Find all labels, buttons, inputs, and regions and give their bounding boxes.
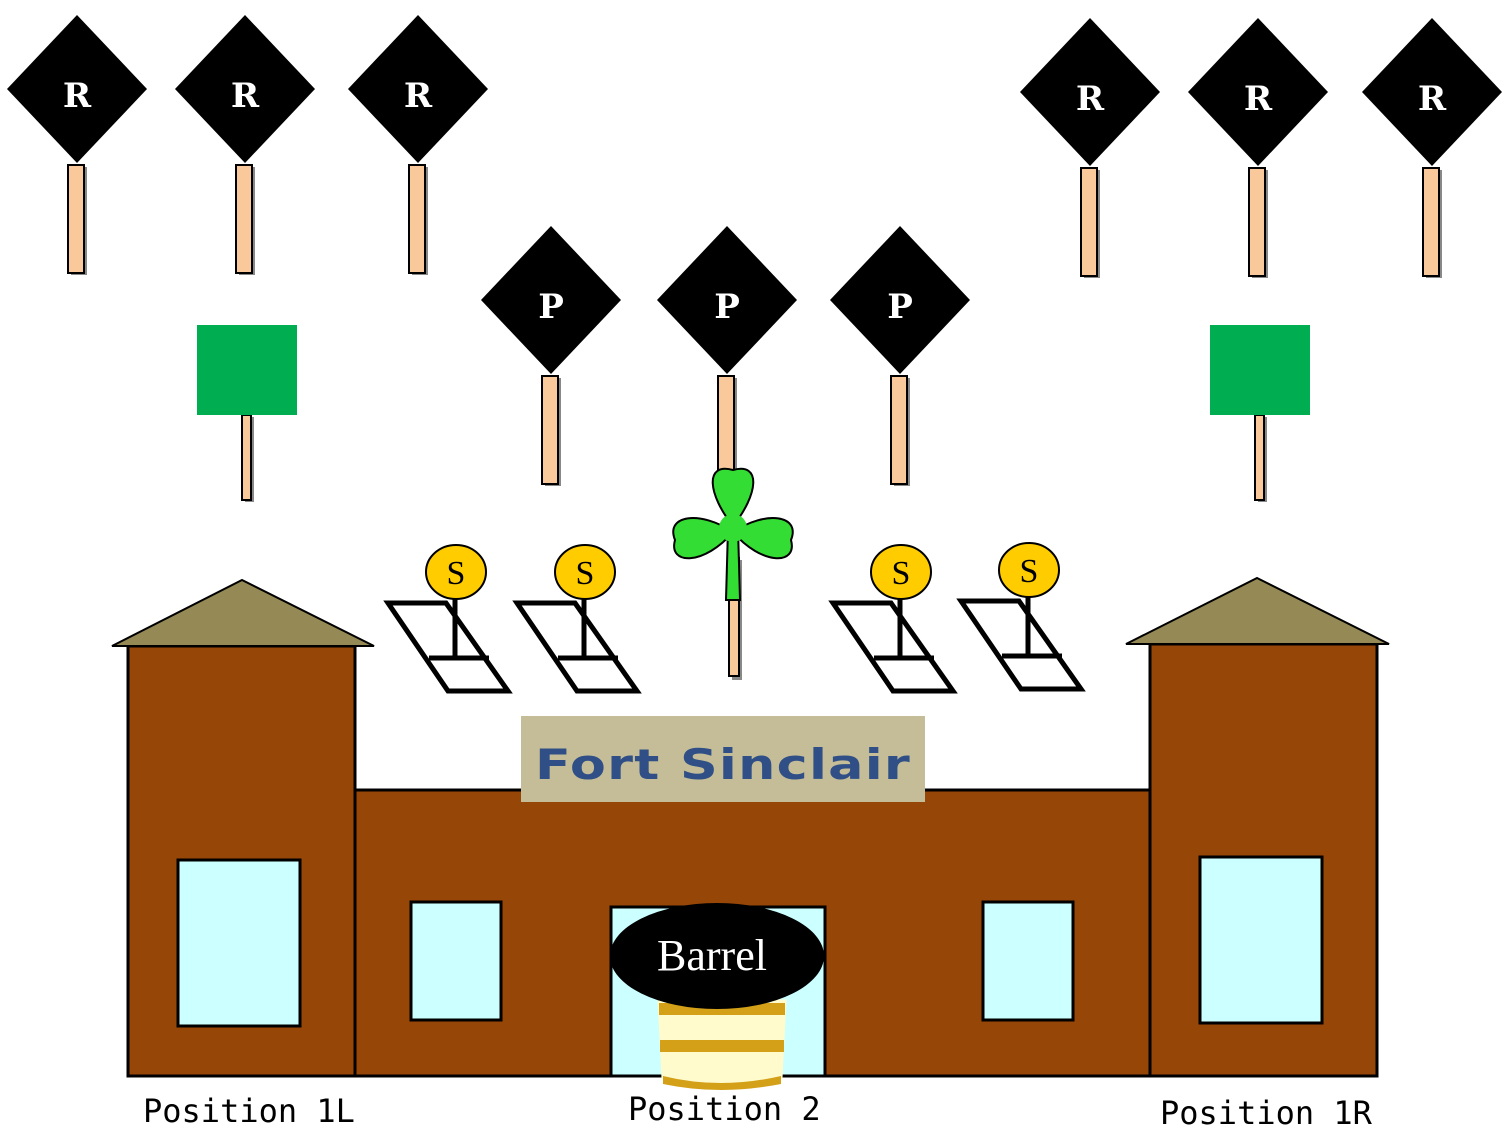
green-square-marker-icon [196, 324, 298, 503]
green-marker-left [196, 324, 298, 503]
range-sign: R [1019, 17, 1161, 279]
pistol-sign: P [656, 225, 798, 487]
shotgun-target: S [388, 544, 508, 691]
green-square-marker-icon [1209, 324, 1311, 503]
pistol-sign-label: P [714, 287, 740, 327]
barrel-label: Barrel [657, 931, 767, 980]
diamond-sign-icon [174, 14, 316, 276]
fort-name-banner: Fort Sinclair [521, 716, 925, 802]
diamond-sign-icon [347, 14, 489, 276]
left-tower-roof [111, 578, 375, 647]
green-marker-right [1209, 324, 1311, 503]
window [1198, 855, 1324, 1025]
diamond-sign-icon [6, 14, 148, 276]
knockdown-target-icon [833, 599, 953, 691]
range-sign-label: R [404, 76, 433, 116]
shamrock-target [672, 467, 794, 680]
fort-name-text: Fort Sinclair [535, 740, 911, 789]
range-sign-label: R [1418, 79, 1447, 119]
window [176, 858, 302, 1028]
knockdown-target-icon [517, 599, 637, 691]
shotgun-target: S [833, 544, 953, 691]
diamond-sign-icon [480, 225, 622, 487]
range-sign: R [174, 14, 316, 276]
diamond-sign-icon [1187, 17, 1329, 279]
range-sign-label: R [63, 76, 92, 116]
knockdown-target-icon [388, 599, 508, 691]
window [981, 900, 1075, 1022]
shotgun-target: S [517, 544, 637, 691]
right-tower-roof [1125, 576, 1390, 645]
shotgun-target-label: S [1020, 553, 1039, 590]
window [409, 900, 503, 1022]
shotgun-target-label: S [447, 555, 466, 592]
diamond-sign-icon [829, 225, 971, 487]
range-sign-label: R [1076, 79, 1105, 119]
shotgun-target: S [961, 542, 1081, 689]
position-1l-label: Position 1L [143, 1092, 355, 1130]
shotgun-target-label: S [576, 555, 595, 592]
range-sign-label: R [231, 76, 260, 116]
range-sign: R [1361, 17, 1503, 279]
shamrock-icon [672, 467, 794, 601]
barrel: Barrel [610, 903, 824, 1090]
range-sign: R [347, 14, 489, 276]
diamond-sign-icon [1019, 17, 1161, 279]
position-1r-label: Position 1R [1160, 1094, 1373, 1131]
pistol-sign: P [829, 225, 971, 487]
range-sign: R [6, 14, 148, 276]
pistol-sign-label: P [538, 287, 564, 327]
pistol-sign: P [480, 225, 622, 487]
range-sign-label: R [1244, 79, 1273, 119]
position-2-label: Position 2 [628, 1090, 821, 1128]
pistol-sign-label: P [887, 287, 913, 327]
diamond-sign-icon [1361, 17, 1503, 279]
range-sign: R [1187, 17, 1329, 279]
knockdown-target-icon [961, 597, 1081, 689]
shotgun-target-label: S [892, 555, 911, 592]
diamond-sign-icon [656, 225, 798, 487]
